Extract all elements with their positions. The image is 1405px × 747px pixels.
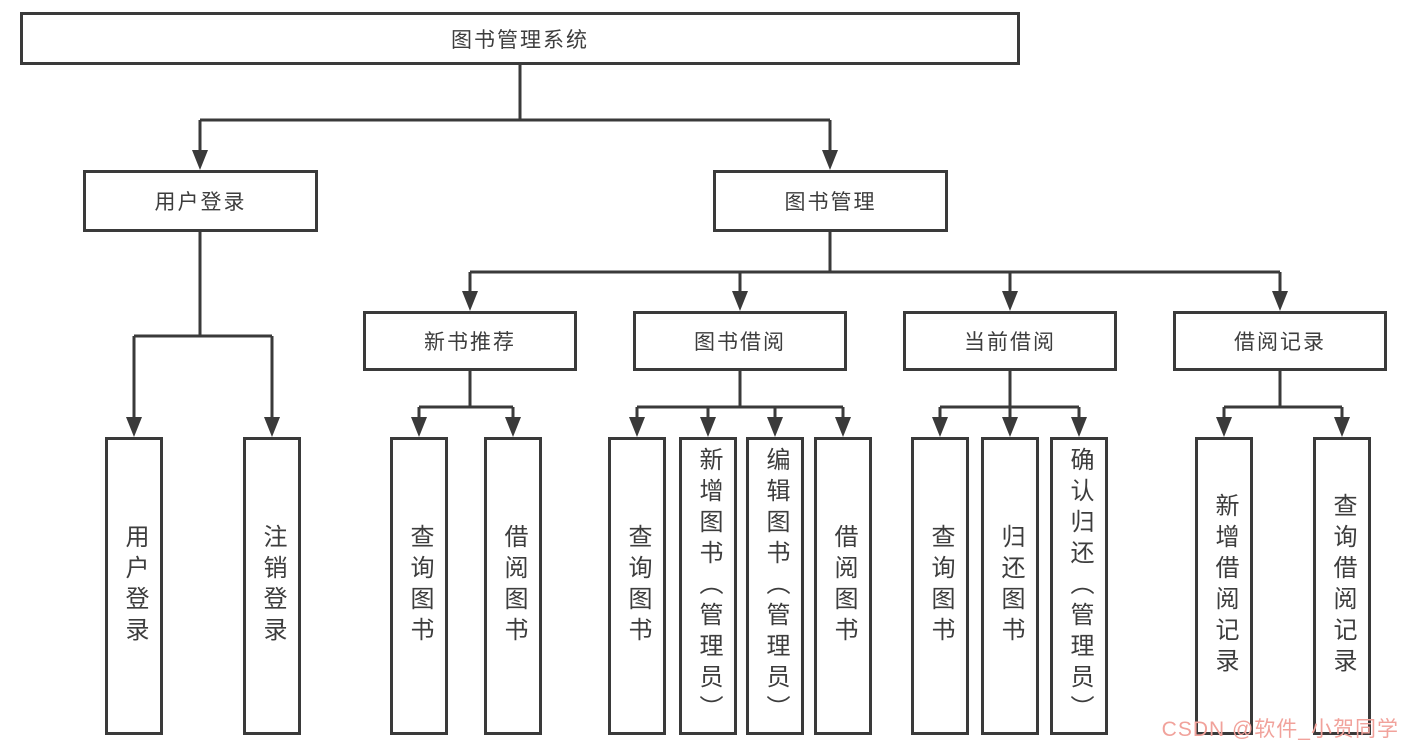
node-borrow-records: 借阅记录 bbox=[1173, 311, 1387, 371]
node-book-management: 图书管理 bbox=[713, 170, 948, 232]
leaf-add-borrow-record: 新增借阅记录 bbox=[1195, 437, 1253, 735]
node-user-login: 用户登录 bbox=[83, 170, 318, 232]
leaf-confirm-return-admin: 确认归还（管理员） bbox=[1050, 437, 1108, 735]
leaf-query-books-borrow: 查询图书 bbox=[608, 437, 666, 735]
leaf-add-book-admin: 新增图书（管理员） bbox=[679, 437, 737, 735]
arrowheads bbox=[126, 150, 1350, 437]
leaf-query-books-recommend: 查询图书 bbox=[390, 437, 448, 735]
node-root: 图书管理系统 bbox=[20, 12, 1020, 65]
leaf-edit-book-admin: 编辑图书（管理员） bbox=[746, 437, 804, 735]
leaf-query-books-current: 查询图书 bbox=[911, 437, 969, 735]
leaf-borrow-books: 借阅图书 bbox=[814, 437, 872, 735]
leaf-borrow-books-recommend: 借阅图书 bbox=[484, 437, 542, 735]
leaf-logout: 注销登录 bbox=[243, 437, 301, 735]
node-book-borrow: 图书借阅 bbox=[633, 311, 847, 371]
node-new-book-recommend: 新书推荐 bbox=[363, 311, 577, 371]
node-current-borrow: 当前借阅 bbox=[903, 311, 1117, 371]
leaf-query-borrow-record: 查询借阅记录 bbox=[1313, 437, 1371, 735]
leaf-user-login: 用户登录 bbox=[105, 437, 163, 735]
leaf-return-book: 归还图书 bbox=[981, 437, 1039, 735]
